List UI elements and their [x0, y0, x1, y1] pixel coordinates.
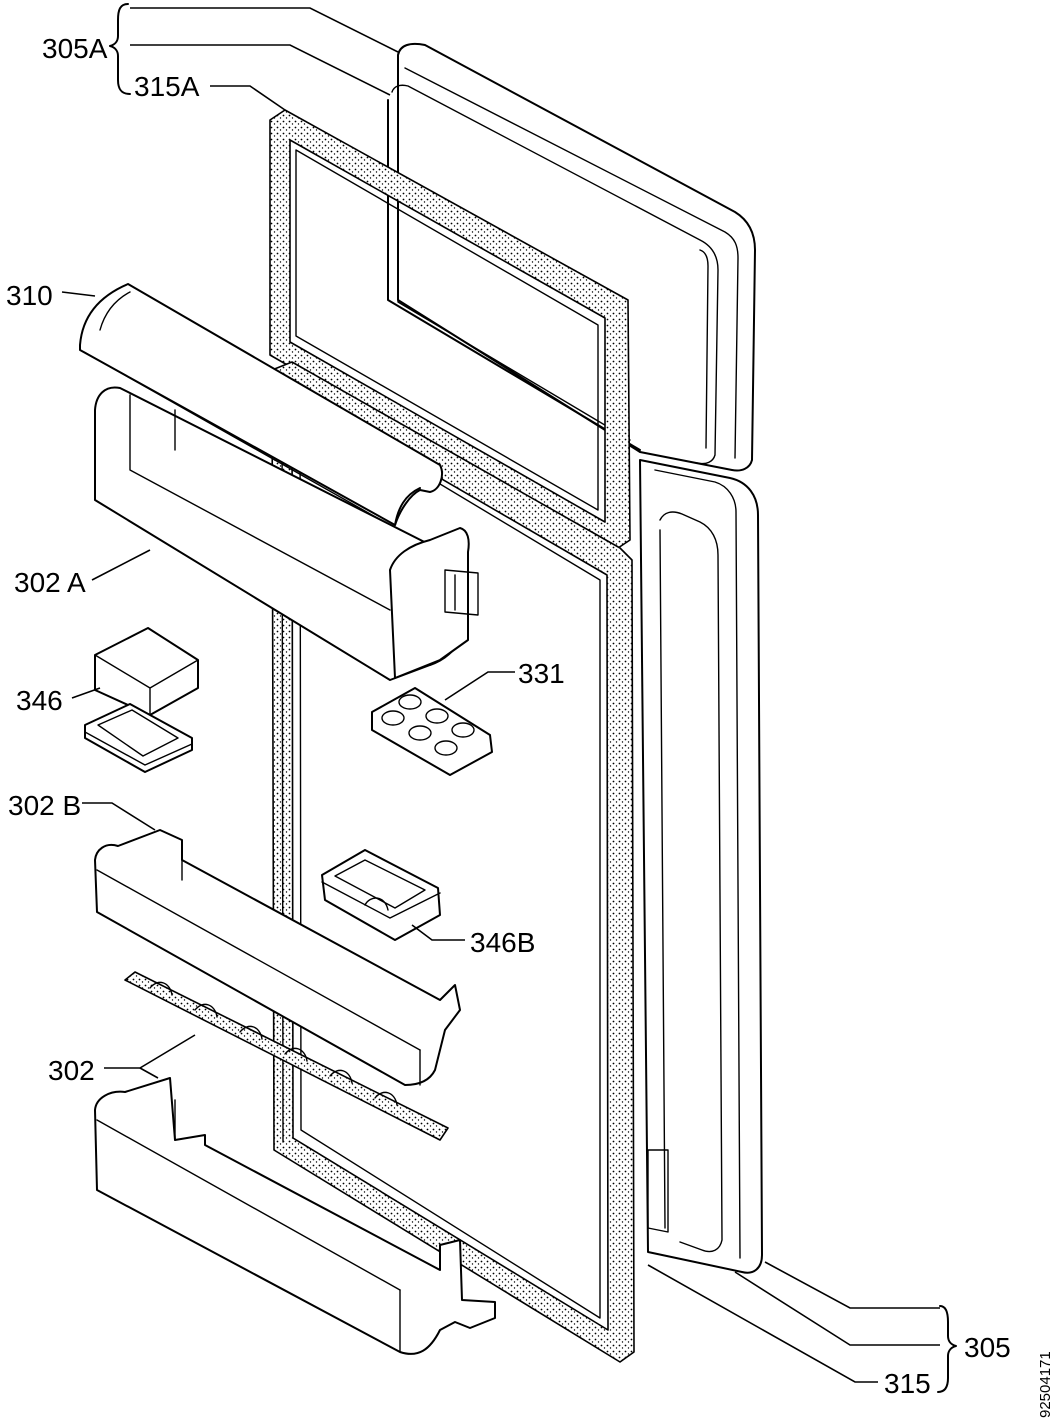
label-346b: 346B	[470, 927, 535, 958]
label-315a: 315A	[134, 71, 200, 102]
box-and-lid-346	[84, 627, 199, 773]
reference-number: 92504171	[1037, 1351, 1054, 1418]
label-302: 302	[48, 1055, 95, 1086]
label-305: 305	[964, 1332, 1011, 1363]
lower-door	[639, 459, 763, 1274]
middle-shelf-302b	[94, 829, 461, 1086]
label-346: 346	[16, 685, 63, 716]
shelf-cover-310	[79, 283, 443, 529]
upper-door	[387, 42, 756, 472]
bottle-rack-rail	[124, 971, 449, 1141]
egg-tray-331	[371, 687, 493, 776]
leader-lines	[61, 7, 940, 1383]
part-labels: 305A 315A 310 302 A 346 331 302 B 346B 3…	[6, 33, 1054, 1418]
small-box-346b	[321, 849, 441, 941]
label-310: 310	[6, 280, 53, 311]
bottle-shelf-302	[94, 1077, 496, 1355]
upper-shelf-302a	[94, 386, 479, 681]
braces	[109, 3, 957, 1393]
label-315: 315	[884, 1368, 931, 1399]
label-302b: 302 B	[8, 790, 81, 821]
label-305a: 305A	[42, 33, 108, 64]
label-331: 331	[518, 658, 565, 689]
label-302a: 302 A	[14, 567, 86, 598]
